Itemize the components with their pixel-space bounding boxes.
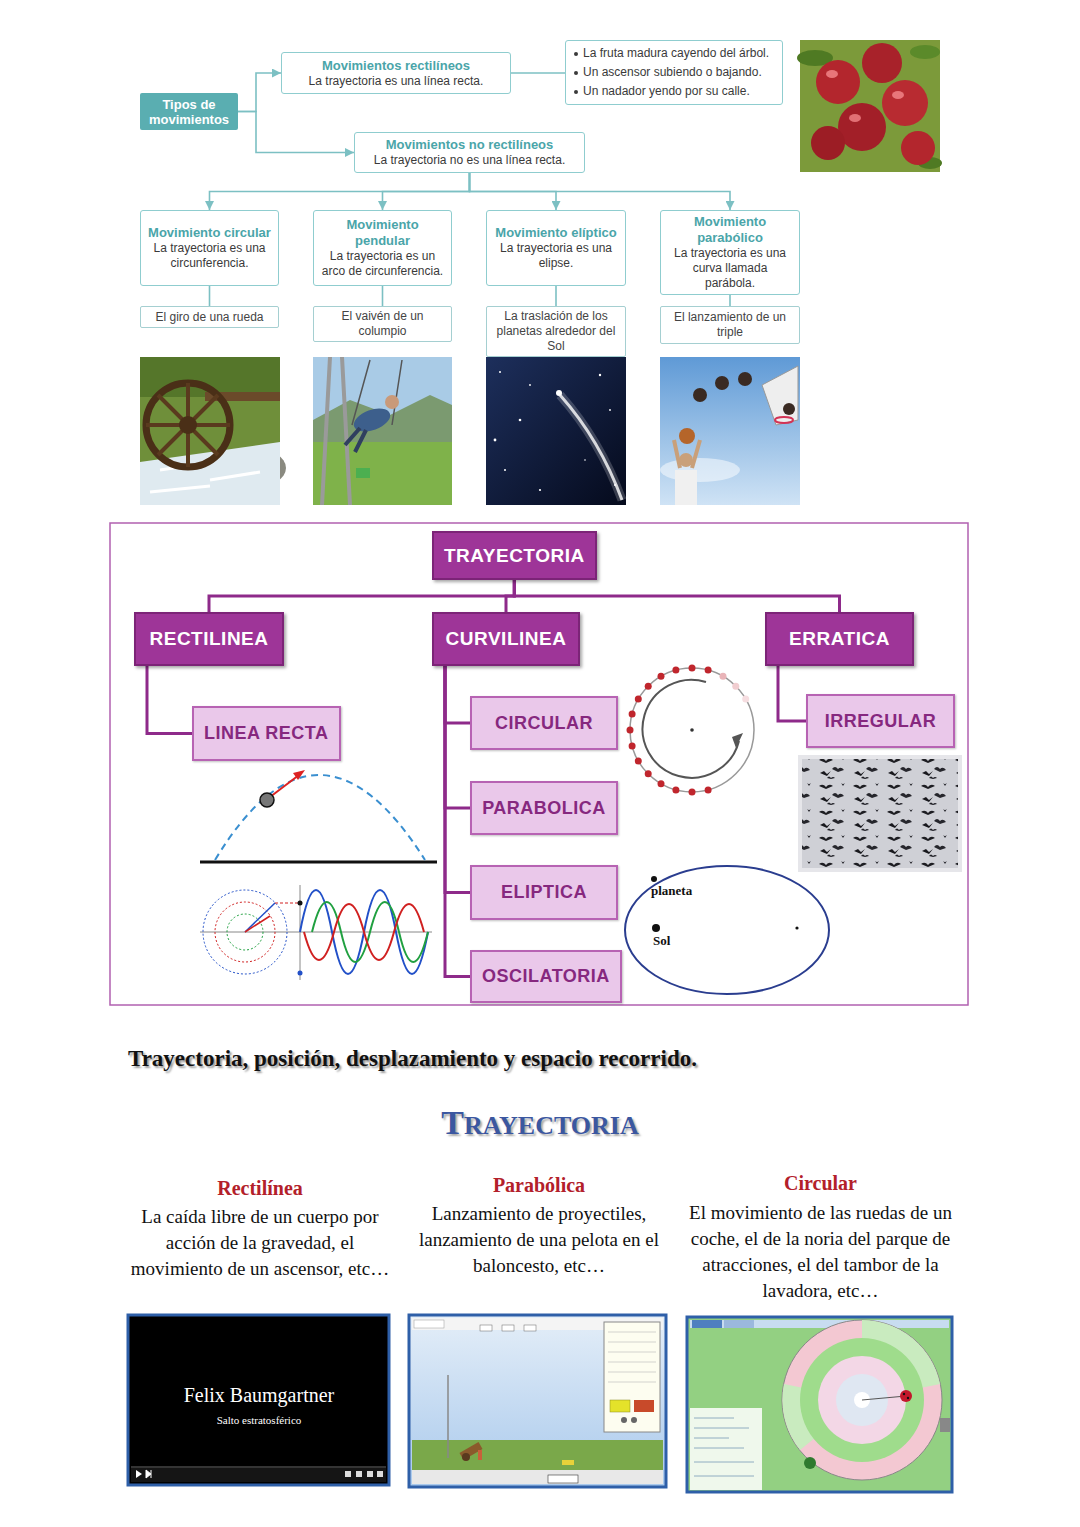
node-heading: CIRCULAR xyxy=(495,713,593,734)
apple-photo xyxy=(797,40,942,172)
rotation-simulation-screenshot xyxy=(687,1317,952,1492)
node-heading: IRREGULAR xyxy=(825,711,937,732)
node-heading: Movimiento elíptico xyxy=(495,225,616,241)
orbit-label: Sol xyxy=(653,933,693,949)
node-heading: LINEA RECTA xyxy=(204,723,329,744)
orbit-figure xyxy=(625,866,829,994)
column-heading: Parabólica xyxy=(405,1174,673,1197)
connector xyxy=(511,72,565,74)
connector xyxy=(778,666,806,721)
connector xyxy=(445,666,470,893)
connector xyxy=(555,286,557,306)
connector xyxy=(147,666,192,734)
example-box: El vaivén de un columpio xyxy=(313,306,452,342)
node-heading: Tipos de movimientos xyxy=(146,97,232,127)
example-list: La fruta madura cayendo del árbol.Un asc… xyxy=(565,40,783,105)
bullet-item: Un ascensor subiendo o bajando. xyxy=(573,63,762,82)
section-heading: TRAYECTORIA xyxy=(340,1104,740,1142)
type-box: Movimiento parabólicoLa trayectoria es u… xyxy=(660,210,800,295)
node-heading: Movimiento pendular xyxy=(319,217,446,249)
video-subtitle: Salto estratosférico xyxy=(130,1414,388,1426)
video-title: Felix Baumgartner xyxy=(130,1384,388,1407)
circular-figure xyxy=(627,665,755,796)
orbit-label: planeta xyxy=(651,883,721,899)
category-box: RECTILINEA xyxy=(134,612,284,666)
node-heading: PARABOLICA xyxy=(482,798,606,819)
parabola-figure xyxy=(200,770,437,862)
connector xyxy=(445,666,470,723)
root-box: TRAYECTORIA xyxy=(432,531,597,580)
type-box: CIRCULAR xyxy=(470,696,618,750)
node-text: La trayectoria es una elipse. xyxy=(492,241,620,271)
node-text: La trayectoria es una línea recta. xyxy=(309,74,484,89)
connector xyxy=(445,666,470,977)
node-heading: Movimiento parabólico xyxy=(666,214,794,246)
node-heading: ELIPTICA xyxy=(501,882,587,903)
type-box: PARABOLICA xyxy=(470,781,618,835)
category-box: CURVILINEA xyxy=(432,612,580,666)
type-box: IRREGULAR xyxy=(806,694,955,748)
column-text: Lanzamiento de proyectiles, lanzamiento … xyxy=(405,1201,673,1279)
connector xyxy=(209,286,211,306)
column-text: El movimiento de las ruedas de un coche,… xyxy=(683,1200,958,1304)
node-text: La trayectoria es un arco de circunferen… xyxy=(319,249,446,279)
oscillation-figure xyxy=(200,885,432,980)
node-heading: CURVILINEA xyxy=(446,628,567,650)
example-box: El lanzamiento de un triple xyxy=(660,306,800,344)
bullet-item: Un nadador yendo por su calle. xyxy=(573,82,750,101)
node-heading: Movimiento circular xyxy=(148,225,271,241)
node-heading: OSCILATORIA xyxy=(482,966,610,987)
column-text: La caída libre de un cuerpo por acción d… xyxy=(130,1204,390,1282)
bird-flock-photo xyxy=(800,757,960,870)
connector xyxy=(382,286,384,306)
node-heading: TRAYECTORIA xyxy=(444,545,585,567)
node-heading: El vaivén de un columpio xyxy=(318,309,447,339)
node-heading: ERRATICA xyxy=(789,628,890,650)
projectile-simulation-screenshot xyxy=(409,1315,666,1487)
node-heading: El giro de una rueda xyxy=(155,310,263,325)
connector xyxy=(383,173,470,210)
column-heading: Rectilínea xyxy=(130,1177,390,1200)
type-box: LINEA RECTA xyxy=(192,706,341,761)
comet-photo xyxy=(486,357,626,505)
category-box: ERRATICA xyxy=(765,612,914,666)
connector xyxy=(470,173,731,210)
frame xyxy=(110,523,968,1005)
root-box: Tipos de movimientos xyxy=(140,93,238,130)
type-box: Movimiento circularLa trayectoria es una… xyxy=(140,210,279,286)
water-wheel-photo xyxy=(140,357,286,505)
node-heading: RECTILINEA xyxy=(150,628,269,650)
bullet-item: La fruta madura cayendo del árbol. xyxy=(573,44,769,63)
type-box: Movimiento elípticoLa trayectoria es una… xyxy=(486,210,626,286)
type-box: Movimiento pendularLa trayectoria es un … xyxy=(313,210,452,286)
connector xyxy=(238,73,281,112)
example-box: La traslación de los planetas alrededor … xyxy=(486,306,626,357)
category-box: Movimientos no rectilíneosLa trayectoria… xyxy=(354,132,585,173)
node-text: La trayectoria no es una línea recta. xyxy=(374,153,565,168)
node-text: La trayectoria es una circunferencia. xyxy=(146,241,273,271)
type-box: ELIPTICA xyxy=(470,865,618,920)
example-box: El giro de una rueda xyxy=(140,306,279,328)
connector xyxy=(514,580,839,612)
video-screenshot xyxy=(128,1315,389,1485)
connector xyxy=(210,173,470,210)
category-box: Movimientos rectilíneosLa trayectoria es… xyxy=(281,52,511,94)
column-heading: Circular xyxy=(683,1172,958,1195)
connector xyxy=(729,295,731,306)
basketball-photo xyxy=(660,357,800,505)
node-heading: El lanzamiento de un triple xyxy=(665,310,795,340)
node-text: La trayectoria es una curva llamada pará… xyxy=(666,246,794,291)
section-title: Trayectoria, posición, desplazamiento y … xyxy=(128,1046,948,1072)
swing-photo xyxy=(313,357,452,505)
type-box: OSCILATORIA xyxy=(470,950,622,1003)
connector xyxy=(445,666,470,808)
connector xyxy=(238,112,354,153)
node-heading: Movimientos rectilíneos xyxy=(322,58,470,74)
node-heading: La traslación de los planetas alrededor … xyxy=(491,309,621,354)
node-heading: Movimientos no rectilíneos xyxy=(386,137,554,153)
connector xyxy=(209,580,514,612)
